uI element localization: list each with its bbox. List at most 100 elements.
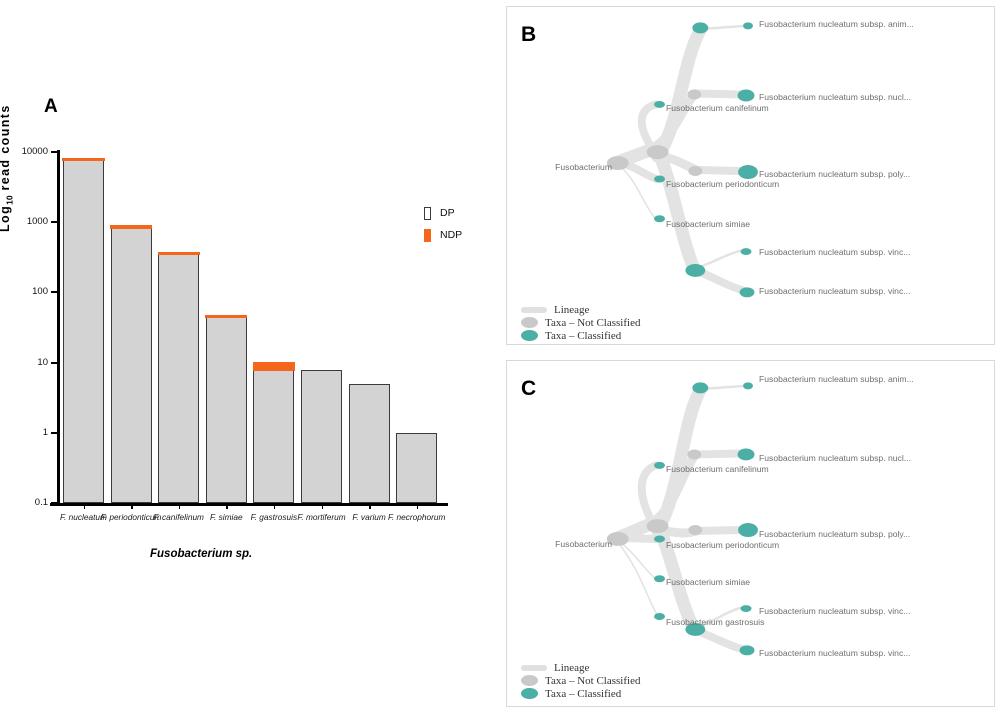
x-axis-tick <box>369 503 371 509</box>
bar <box>62 158 105 503</box>
bar-chart-legend: DP NDP <box>424 202 462 246</box>
tree-legend-item: Taxa – Classified <box>521 687 640 700</box>
x-axis-tick-label: F. periodonticum <box>100 512 162 522</box>
teal-node-swatch <box>521 688 538 699</box>
y-axis-line <box>57 150 60 505</box>
tree-node-label: Fusobacterium nucleatum subsp. nucl... <box>759 453 911 463</box>
lineage-swatch <box>521 306 547 313</box>
tree-node-label: Fusobacterium <box>555 162 612 172</box>
bar-ndp-segment <box>252 362 295 372</box>
x-axis-title: Fusobacterium sp. <box>150 548 253 560</box>
tree-legend-label: Taxa – Not Classified <box>545 316 641 329</box>
tree-legend-label: Taxa – Classified <box>545 687 622 700</box>
tree-node-label: Fusobacterium nucleatum subsp. anim... <box>759 374 914 384</box>
tree-node-label: Fusobacterium nucleatum subsp. vinc... <box>759 606 911 616</box>
bar <box>301 369 342 503</box>
lineage-swatch <box>521 664 547 671</box>
tree-legend-label: Lineage <box>554 303 590 316</box>
bar-ndp-segment <box>157 251 200 255</box>
tree-node-label: Fusobacterium periodonticum <box>666 179 780 189</box>
panel-a-bar-chart: A Log10 read counts 10000 1000 100 10 1 0.1 F… <box>0 32 462 560</box>
x-axis-tick-label: F. necrophorum <box>387 512 446 522</box>
x-axis-tick-label: F. gastrosuis <box>250 512 298 522</box>
tree-node-label: Fusobacterium nucleatum subsp. anim... <box>759 19 914 29</box>
bar-ndp-segment <box>62 158 105 162</box>
x-axis-tick <box>321 503 324 509</box>
y-axis-tick-label: 10000 <box>21 146 48 157</box>
tree-b-nodes <box>606 22 758 298</box>
tree-node-label: Fusobacterium periodonticum <box>666 540 780 550</box>
tree-legend-item: Taxa – Classified <box>521 329 640 342</box>
tree-node-label: Fusobacterium nucleatum subsp. vinc... <box>759 648 911 658</box>
legend-label: NDP <box>440 229 463 241</box>
tree-legend-label: Taxa – Not Classified <box>545 674 641 687</box>
panel-b-letter: B <box>521 23 537 46</box>
x-axis-tick <box>416 503 419 509</box>
tree-legend-item: Lineage <box>521 303 640 316</box>
teal-node-swatch <box>521 330 538 341</box>
tree-node-label: Fusobacterium nucleatum subsp. nucl... <box>759 92 911 102</box>
x-axis-tick <box>131 503 133 509</box>
grey-node-swatch <box>521 317 538 328</box>
bar <box>252 362 295 503</box>
legend-item-dp: DP <box>424 202 462 224</box>
bar-ndp-segment <box>205 314 248 319</box>
panel-a-letter: A <box>44 96 59 117</box>
y-axis-tick-label: 0.1 <box>34 497 48 508</box>
panel-c-tree-graphic <box>606 382 758 656</box>
y-axis-tick-label: 100 <box>32 286 48 298</box>
tree-node-label: Fusobacterium nucleatum subsp. poly... <box>759 529 911 539</box>
y-axis-tick-label: 1000 <box>26 216 48 228</box>
tree-node-label: Fusobacterium simiae <box>666 577 751 587</box>
panel-c-letter: C <box>521 377 537 400</box>
bar <box>205 314 248 503</box>
x-axis-tick-label: F. simiae <box>210 512 243 522</box>
tree-legend-item: Taxa – Not Classified <box>521 674 640 687</box>
bar <box>157 251 200 503</box>
x-axis-tick <box>273 503 276 509</box>
y-axis-tick <box>51 221 58 224</box>
tree-legend-label: Lineage <box>554 661 590 674</box>
y-axis-title-sub: 10 <box>4 195 15 205</box>
legend-swatch-dp <box>424 206 431 220</box>
x-axis-tick-label: F. mortiferum <box>297 512 346 522</box>
bar <box>110 225 153 503</box>
y-axis-tick <box>51 291 58 294</box>
tree-node-label: Fusobacterium nucleatum subsp. poly... <box>759 169 911 179</box>
legend-swatch-ndp <box>424 228 431 242</box>
x-axis-tick-label: F. varium <box>352 512 386 522</box>
bar-ndp-segment <box>110 225 153 229</box>
x-axis-line <box>50 503 448 506</box>
x-axis-tick <box>226 503 228 509</box>
x-axis-tick <box>83 503 86 509</box>
y-axis-tick-label: 1 <box>42 426 48 438</box>
y-axis-tick <box>51 361 58 364</box>
y-axis-tick <box>51 151 58 153</box>
tree-legend-item: Taxa – Not Classified <box>521 316 640 329</box>
tree-node-label: Fusobacterium canifelinum <box>666 464 769 474</box>
tree-node-label: Fusobacterium simiae <box>666 219 751 229</box>
legend-item-ndp: NDP <box>424 224 462 246</box>
legend-label: DP <box>440 207 455 219</box>
grey-node-swatch <box>521 675 538 686</box>
panel-b-tree-graphic <box>606 22 758 298</box>
tree-legend-item: Lineage <box>521 661 640 674</box>
tree-node-label: Fusobacterium nucleatum subsp. vinc... <box>759 286 911 296</box>
bar <box>396 432 438 503</box>
x-axis-tick-label: F. nucleatum <box>60 512 107 522</box>
tree-legend-label: Taxa – Classified <box>545 329 622 342</box>
y-axis-tick-label: 10 <box>37 356 48 368</box>
y-axis-tick <box>51 502 58 504</box>
tree-node-label: Fusobacterium nucleatum subsp. vinc... <box>759 247 911 257</box>
panel-b-lineage-tree: B <box>506 6 995 345</box>
tree-node-label: Fusobacterium gastrosuis <box>666 617 765 627</box>
y-axis-tick <box>51 431 58 434</box>
x-axis-tick <box>178 503 181 509</box>
tree-c-nodes <box>606 382 758 656</box>
y-axis-title: Log10 read counts <box>0 32 15 232</box>
tree-node-label: Fusobacterium <box>555 539 612 549</box>
panel-c-lineage-tree: C <box>506 360 995 707</box>
bar <box>348 383 390 503</box>
